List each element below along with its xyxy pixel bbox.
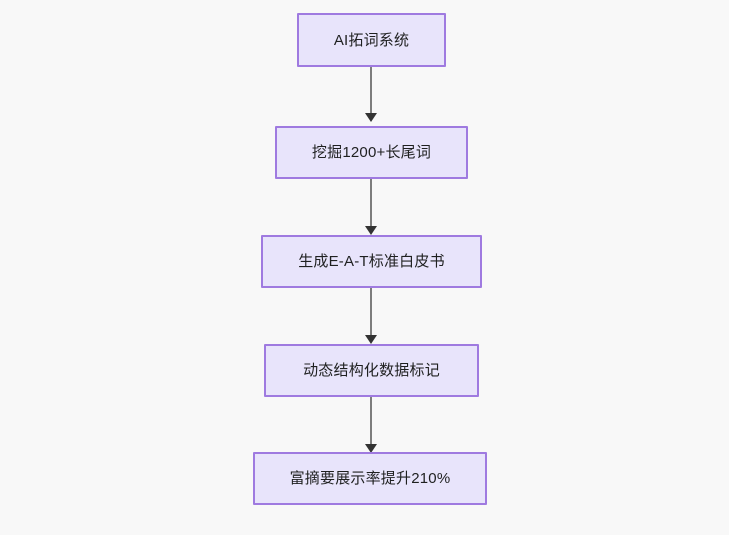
- edge-line: [370, 67, 372, 113]
- arrowhead-icon: [365, 226, 377, 235]
- flow-node-n2[interactable]: 挖掘1200+长尾词: [275, 126, 468, 179]
- flow-node-label: 挖掘1200+长尾词: [311, 144, 432, 161]
- arrowhead-icon: [365, 335, 377, 344]
- flow-node-label: 生成E-A-T标准白皮书: [298, 253, 445, 270]
- edge-line: [370, 288, 372, 335]
- arrowhead-icon: [365, 113, 377, 122]
- flow-node-n4[interactable]: 动态结构化数据标记: [264, 344, 479, 397]
- edge-line: [370, 179, 372, 226]
- edge-line: [370, 397, 372, 444]
- flow-node-label: 富摘要展示率提升210%: [289, 470, 451, 487]
- flow-node-n1[interactable]: AI拓词系统: [297, 13, 446, 67]
- flow-node-n5[interactable]: 富摘要展示率提升210%: [253, 452, 487, 505]
- flow-node-n3[interactable]: 生成E-A-T标准白皮书: [261, 235, 482, 288]
- arrowhead-icon: [365, 444, 377, 453]
- flow-node-label: AI拓词系统: [333, 31, 410, 49]
- flow-node-label: 动态结构化数据标记: [303, 362, 440, 379]
